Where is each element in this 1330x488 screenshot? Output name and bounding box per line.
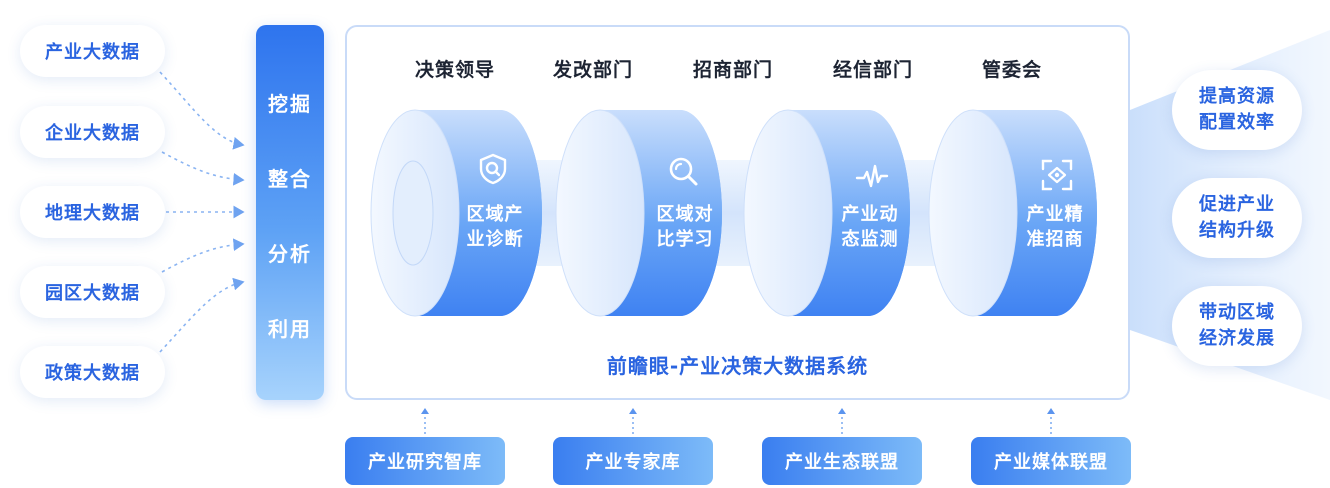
outcome-pill: 带动区域经济发展 [1172,286,1302,366]
outcome-pill: 促进产业结构升级 [1172,178,1302,258]
module-label: 产业动 态监测 [841,204,899,250]
department-label: 管委会 [981,59,1042,81]
pulse-wave-icon [855,164,889,188]
magnifier-icon [669,157,698,186]
module-label: 区域产 业诊断 [466,204,524,250]
process-step: 利用 [268,317,312,341]
process-step: 挖掘 [268,92,312,116]
connector-line [161,238,245,273]
module-label: 区域对 比学习 [656,204,714,250]
shield-search-icon [479,153,507,185]
outcome-pill: 提高资源配置效率 [1172,70,1302,150]
support-pill: 产业专家库 [553,437,713,485]
source-pill: 政策大数据 [20,346,165,398]
department-label: 决策领导 [414,59,495,81]
support-pill: 产业媒体联盟 [971,437,1131,485]
department-label: 经信部门 [832,59,913,81]
connector-line [159,277,245,353]
support-arrow [629,408,637,434]
support-arrow [1047,408,1055,434]
department-label: 招商部门 [692,59,773,81]
target-scan-icon [1041,159,1073,191]
module-label: 产业精 准招商 [1026,204,1084,250]
source-pill: 企业大数据 [20,106,165,158]
support-pill: 产业生态联盟 [762,437,922,485]
source-pill: 地理大数据 [20,186,165,238]
support-pill: 产业研究智库 [345,437,505,485]
source-pill: 产业大数据 [20,25,165,77]
source-pill: 园区大数据 [20,266,165,318]
support-arrow [838,408,846,434]
department-label: 发改部门 [552,59,633,81]
system-title: 前瞻眼-产业决策大数据系统 [606,354,869,378]
connector-line [159,71,245,150]
connector-line [161,151,245,186]
support-arrow [421,408,429,434]
process-step: 分析 [268,242,312,266]
process-column: 挖掘 整合 分析 利用 [256,25,324,400]
process-step: 整合 [268,167,312,191]
